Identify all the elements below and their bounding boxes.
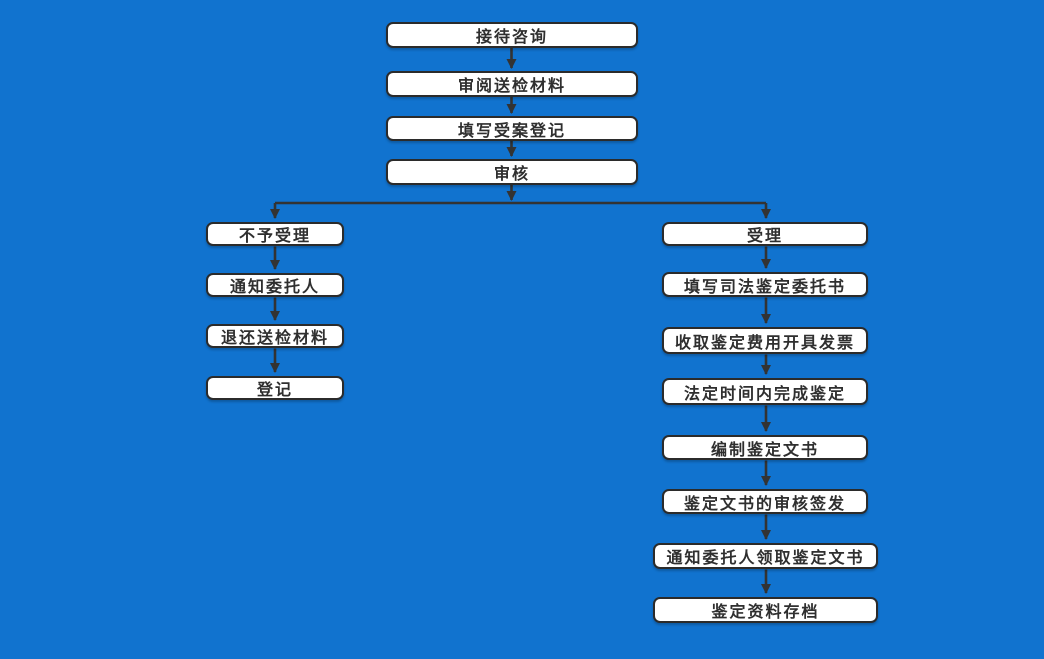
node-complete-within-legal-time: 法定时间内完成鉴定: [662, 378, 868, 405]
node-return-materials: 退还送检材料: [206, 324, 344, 348]
node-accept-case: 受理: [662, 222, 868, 246]
node-review-check: 审核: [386, 159, 638, 185]
node-collect-fee-invoice: 收取鉴定费用开具发票: [662, 327, 868, 354]
node-notify-client: 通知委托人: [206, 273, 344, 297]
node-review-sign-document: 鉴定文书的审核签发: [662, 489, 868, 514]
node-reject-case: 不予受理: [206, 222, 344, 246]
node-fill-case-registration: 填写受案登记: [386, 116, 638, 141]
node-archive-materials: 鉴定资料存档: [653, 597, 878, 623]
node-prepare-appraisal-document: 编制鉴定文书: [662, 435, 868, 460]
node-reception-consult: 接待咨询: [386, 22, 638, 48]
node-fill-commission-letter: 填写司法鉴定委托书: [662, 272, 868, 297]
node-review-materials: 审阅送检材料: [386, 71, 638, 97]
node-register: 登记: [206, 376, 344, 400]
node-notify-client-collect-doc: 通知委托人领取鉴定文书: [653, 543, 878, 569]
